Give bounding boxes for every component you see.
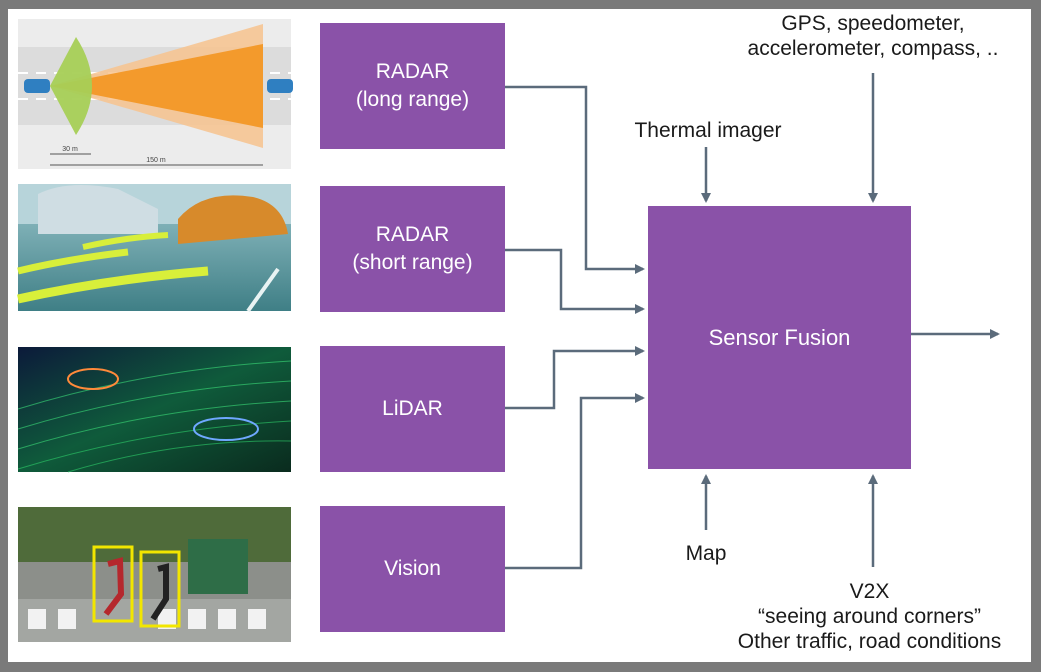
radar-short-title: RADAR: [375, 223, 450, 246]
gps-label: GPS, speedometer, accelerometer, compass…: [708, 11, 1038, 61]
long-range-beam-inner: [50, 44, 263, 128]
thermal-imager-label: Thermal imager: [634, 119, 782, 142]
ego-car-icon: [24, 79, 50, 93]
radar-long-title: RADAR: [375, 60, 450, 83]
arrow-radar-long: [505, 85, 645, 274]
long-range-distance-label: 150 m: [146, 157, 166, 164]
v2x-label-line2: “seeing around corners”: [758, 605, 981, 628]
v2x-label-line3: Other traffic, road conditions: [737, 630, 1002, 653]
short-range-beam: [50, 37, 92, 135]
vision-detection-image: [18, 507, 291, 642]
gps-label-line2: accelerometer, compass, ..: [747, 37, 999, 60]
map-label: Map: [685, 542, 727, 565]
v2x-label: V2X “seeing around corners” Other traffi…: [708, 579, 1031, 654]
pedestrian-box-1: [92, 545, 134, 623]
radar-coverage-image: 30 m 150 m: [18, 19, 293, 169]
pedestrian-box-2: [139, 550, 181, 628]
sensor-fusion-label: Sensor Fusion: [708, 324, 851, 350]
short-range-radar-image: [17, 184, 291, 313]
lidar-box: LiDAR: [320, 346, 505, 472]
vision-box: Vision: [320, 506, 505, 632]
green-truck: [188, 539, 248, 594]
sensor-arrows: [505, 73, 1000, 570]
lidar-point-cloud-image: [17, 347, 292, 473]
diagram-canvas: 30 m 150 m: [8, 9, 1031, 662]
diagram-graphics: 30 m 150 m: [17, 19, 1000, 642]
arrow-vision: [505, 393, 645, 570]
target-car-icon: [267, 79, 293, 93]
lidar-car-blue: [193, 417, 259, 441]
lidar-car-orange: [67, 368, 119, 390]
radar-short-subtitle: (short range): [352, 251, 473, 274]
radar-long-subtitle: (long range): [355, 88, 470, 111]
gps-label-line1: GPS, speedometer,: [781, 12, 965, 35]
orange-car: [178, 195, 288, 244]
arrow-lidar: [505, 346, 645, 410]
short-range-distance-label: 30 m: [62, 146, 78, 153]
vision-title: Vision: [384, 557, 441, 580]
lidar-title: LiDAR: [382, 397, 443, 420]
sensor-fusion-box: Sensor Fusion: [648, 206, 911, 469]
radar-long-range-box: RADAR (long range): [320, 23, 505, 149]
arrow-radar-short: [505, 248, 645, 314]
radar-short-range-box: RADAR (short range): [320, 186, 505, 312]
v2x-label-line1: V2X: [849, 580, 890, 603]
